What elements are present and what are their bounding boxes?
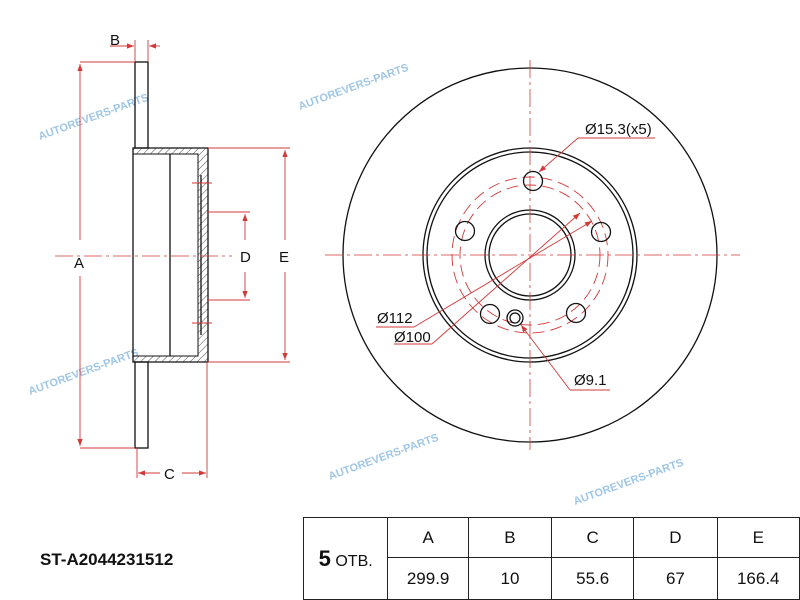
spec-table: 5 ОТВ. A B C D E 299.9 10 55.6 67 166.4: [302, 517, 800, 600]
value-b: 10: [467, 557, 553, 600]
header-a: A: [387, 517, 469, 558]
header-c: C: [551, 517, 635, 558]
holes-label: ОТВ.: [335, 552, 373, 570]
dim-label-a: A: [74, 255, 84, 272]
front-view: Ø15.3(x5) Ø112 Ø100 Ø9.1: [325, 60, 740, 450]
callout-pcd-100: Ø100: [394, 329, 431, 346]
callout-pcd-112: Ø112: [377, 310, 413, 327]
bolt-hole: [565, 302, 587, 324]
dim-label-d: D: [240, 249, 251, 266]
value-e: 166.4: [716, 557, 800, 600]
value-c: 55.6: [551, 557, 635, 600]
hub-section: [132, 147, 209, 363]
header-e: E: [716, 517, 800, 558]
side-view: A B C D E: [55, 32, 290, 483]
watermark: AUTOREVERS-PARTS: [297, 62, 410, 113]
watermark: AUTOREVERS-PARTS: [27, 347, 140, 398]
callout-bolt-hole: Ø15.3(x5): [585, 121, 652, 138]
dim-label-c: C: [164, 466, 175, 483]
watermark: AUTOREVERS-PARTS: [327, 432, 440, 483]
locating-hole: [506, 309, 524, 327]
disc-plate-lower: [134, 361, 149, 449]
bolt-hole: [479, 303, 501, 325]
holes-count-cell: 5 ОТВ.: [302, 517, 389, 600]
part-number: ST-A2044231512: [40, 550, 174, 569]
holes-count: 5: [318, 545, 331, 571]
bolt-hole: [590, 221, 612, 243]
dim-label-b: B: [110, 32, 120, 49]
watermark: AUTOREVERS-PARTS: [37, 92, 150, 143]
bolt-hole: [454, 220, 476, 242]
callout-small-hole: Ø9.1: [574, 372, 607, 389]
dim-label-e: E: [279, 249, 289, 266]
header-b: B: [467, 517, 553, 558]
header-d: D: [633, 517, 718, 558]
watermark: AUTOREVERS-PARTS: [572, 457, 685, 508]
bolt-hole: [522, 170, 544, 192]
value-d: 67: [633, 557, 718, 600]
value-a: 299.9: [387, 557, 469, 600]
